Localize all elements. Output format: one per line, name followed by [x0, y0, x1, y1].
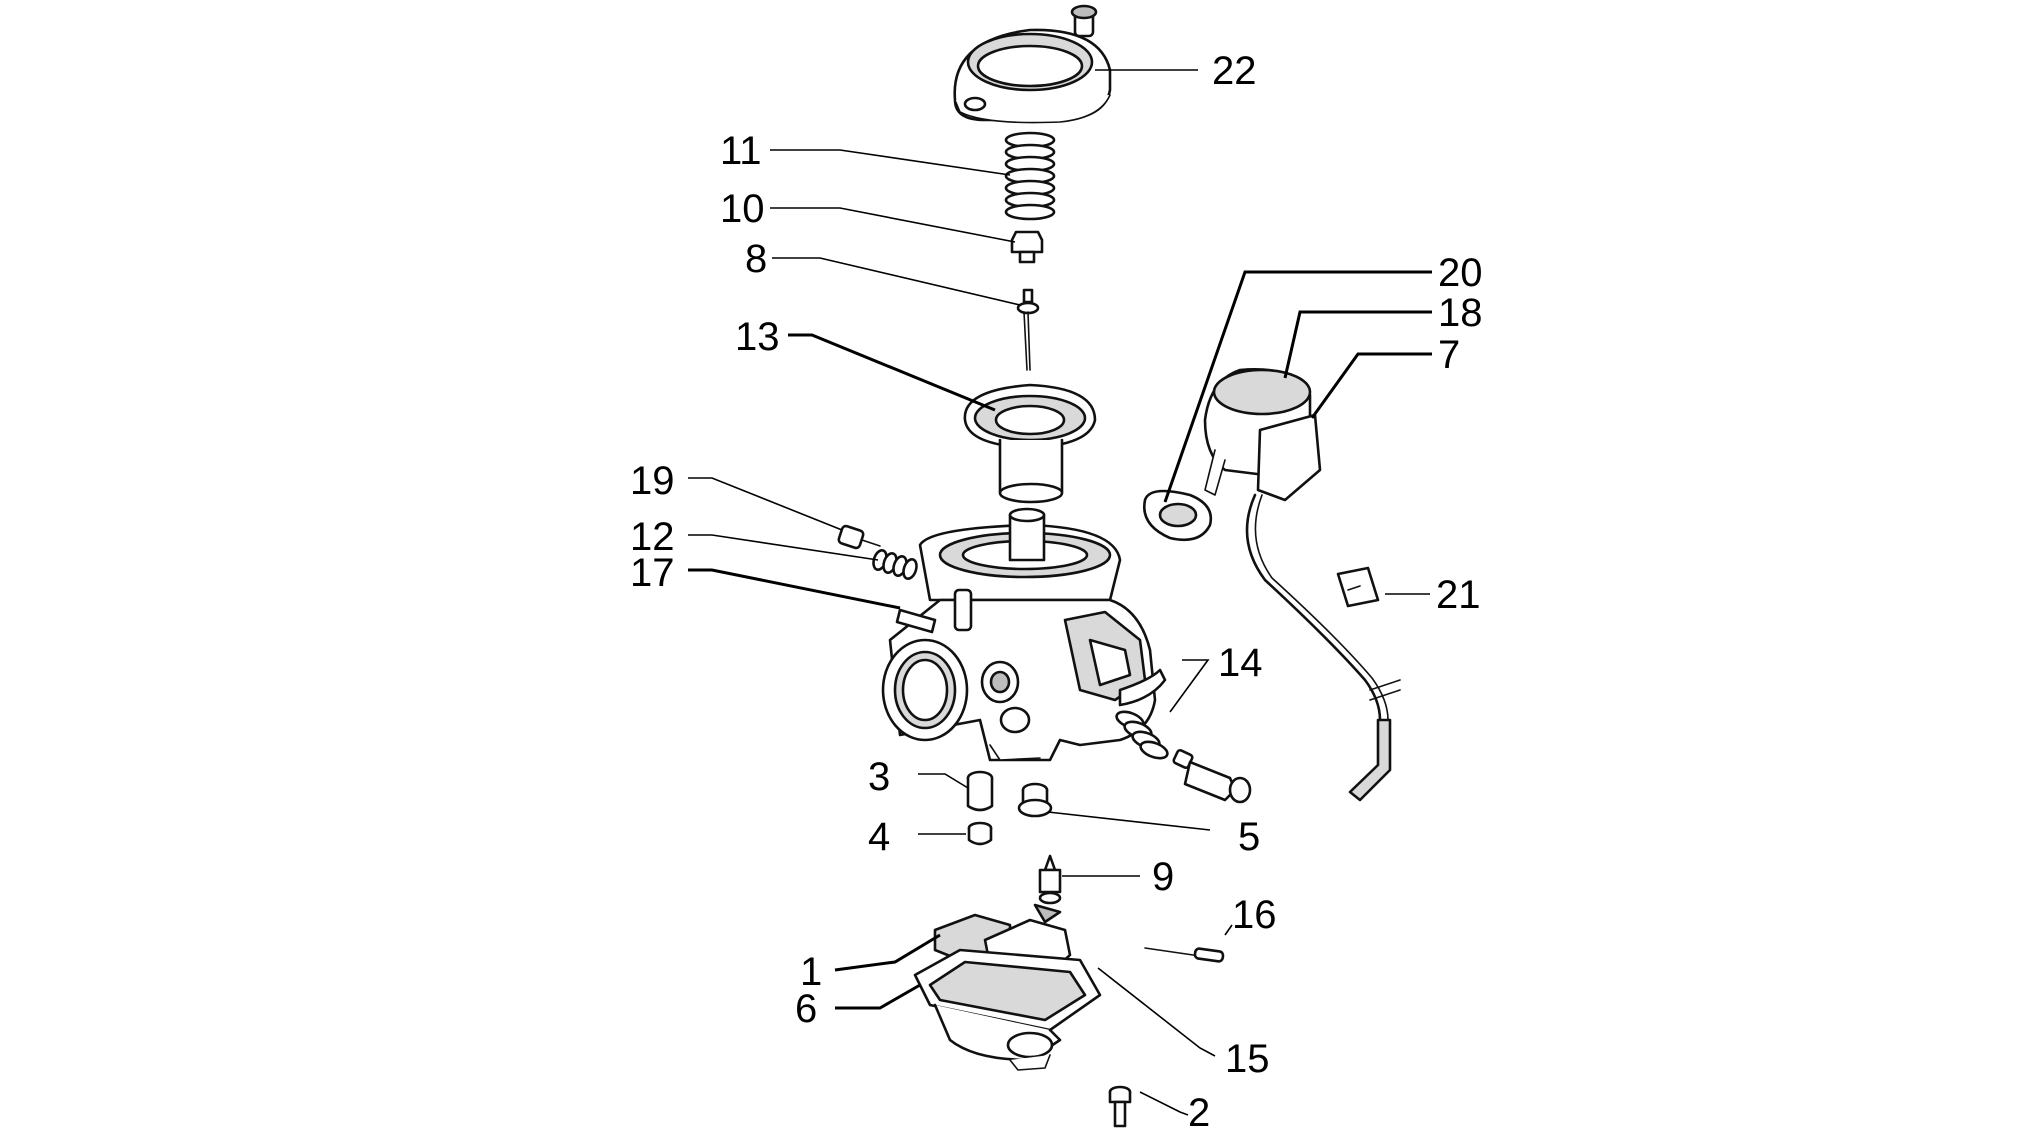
label-6: 6	[795, 987, 817, 1031]
label-9: 9	[1152, 855, 1174, 899]
callout-3: 3	[868, 755, 969, 799]
part-17-carburetor-body	[881, 507, 1167, 762]
callout-21: 21	[1385, 573, 1481, 617]
part-8-jet-needle	[1016, 288, 1040, 371]
callout-2: 2	[1139, 1091, 1210, 1130]
label-8: 8	[745, 237, 767, 281]
label-22: 22	[1212, 49, 1257, 93]
callout-17: 17	[630, 551, 901, 610]
callout-14: 14	[1169, 641, 1263, 713]
callout-20: 20	[1163, 251, 1483, 503]
label-4: 4	[868, 815, 890, 859]
callout-22: 22	[1095, 49, 1257, 93]
callout-19: 19	[630, 459, 843, 531]
label-7: 7	[1438, 333, 1460, 377]
callout-5: 5	[1047, 811, 1260, 859]
part-2-bowl-screw	[1108, 1085, 1132, 1128]
part-4-pilot-jet	[967, 821, 993, 846]
part-9-float-needle	[1038, 854, 1062, 905]
label-18: 18	[1438, 291, 1483, 335]
label-11: 11	[720, 129, 762, 173]
label-16: 16	[1232, 893, 1277, 937]
part-13-diaphragm-slide	[963, 383, 1097, 504]
callout-12: 12	[630, 515, 879, 561]
part-18-electric-choke	[1203, 368, 1322, 502]
callout-16: 16	[1224, 893, 1277, 937]
part-14-spring	[1115, 710, 1169, 760]
part-3-jet-tube	[966, 770, 994, 812]
part-14-mixture-screw	[1172, 748, 1252, 804]
label-13: 13	[735, 315, 780, 359]
label-17: 17	[630, 551, 675, 595]
part-15-bowl-gasket	[1079, 959, 1101, 996]
label-19: 19	[630, 459, 675, 503]
callout-1: 1	[800, 933, 941, 994]
label-5: 5	[1238, 815, 1260, 859]
part-19-idle-screw	[837, 524, 881, 550]
callout-4: 4	[868, 815, 966, 859]
callout-6: 6	[795, 983, 921, 1031]
label-1: 1	[800, 950, 822, 994]
label-10: 10	[720, 187, 765, 231]
callouts: 22 11 10 8 13 19 12 17	[630, 49, 1483, 1130]
part-6-float-bowl	[913, 948, 1102, 1071]
label-15: 15	[1225, 1037, 1270, 1081]
label-2: 2	[1188, 1091, 1210, 1130]
callout-13: 13	[735, 315, 996, 412]
part-21-clip	[1336, 566, 1380, 608]
label-12: 12	[630, 515, 675, 559]
callout-15: 15	[1097, 967, 1270, 1081]
part-12-idle-spring	[872, 549, 918, 580]
part-10-needle-retainer	[1010, 230, 1044, 264]
label-14: 14	[1218, 641, 1263, 685]
callout-8: 8	[745, 237, 1021, 306]
label-20: 20	[1438, 251, 1483, 295]
callout-9: 9	[1062, 855, 1174, 899]
part-16-float-pin	[1144, 947, 1225, 963]
label-21: 21	[1436, 573, 1481, 617]
part-5-main-jet	[1017, 782, 1053, 818]
label-3: 3	[868, 755, 890, 799]
callout-10: 10	[720, 187, 1016, 243]
callout-18: 18	[1283, 291, 1483, 379]
callout-11: 11	[720, 129, 1011, 176]
part-11-spring	[1004, 131, 1056, 221]
part-7-choke-wire	[1245, 493, 1401, 802]
part-20-gasket	[1142, 489, 1213, 542]
callout-7: 7	[1310, 333, 1460, 419]
part-22-top-cover	[953, 4, 1112, 124]
